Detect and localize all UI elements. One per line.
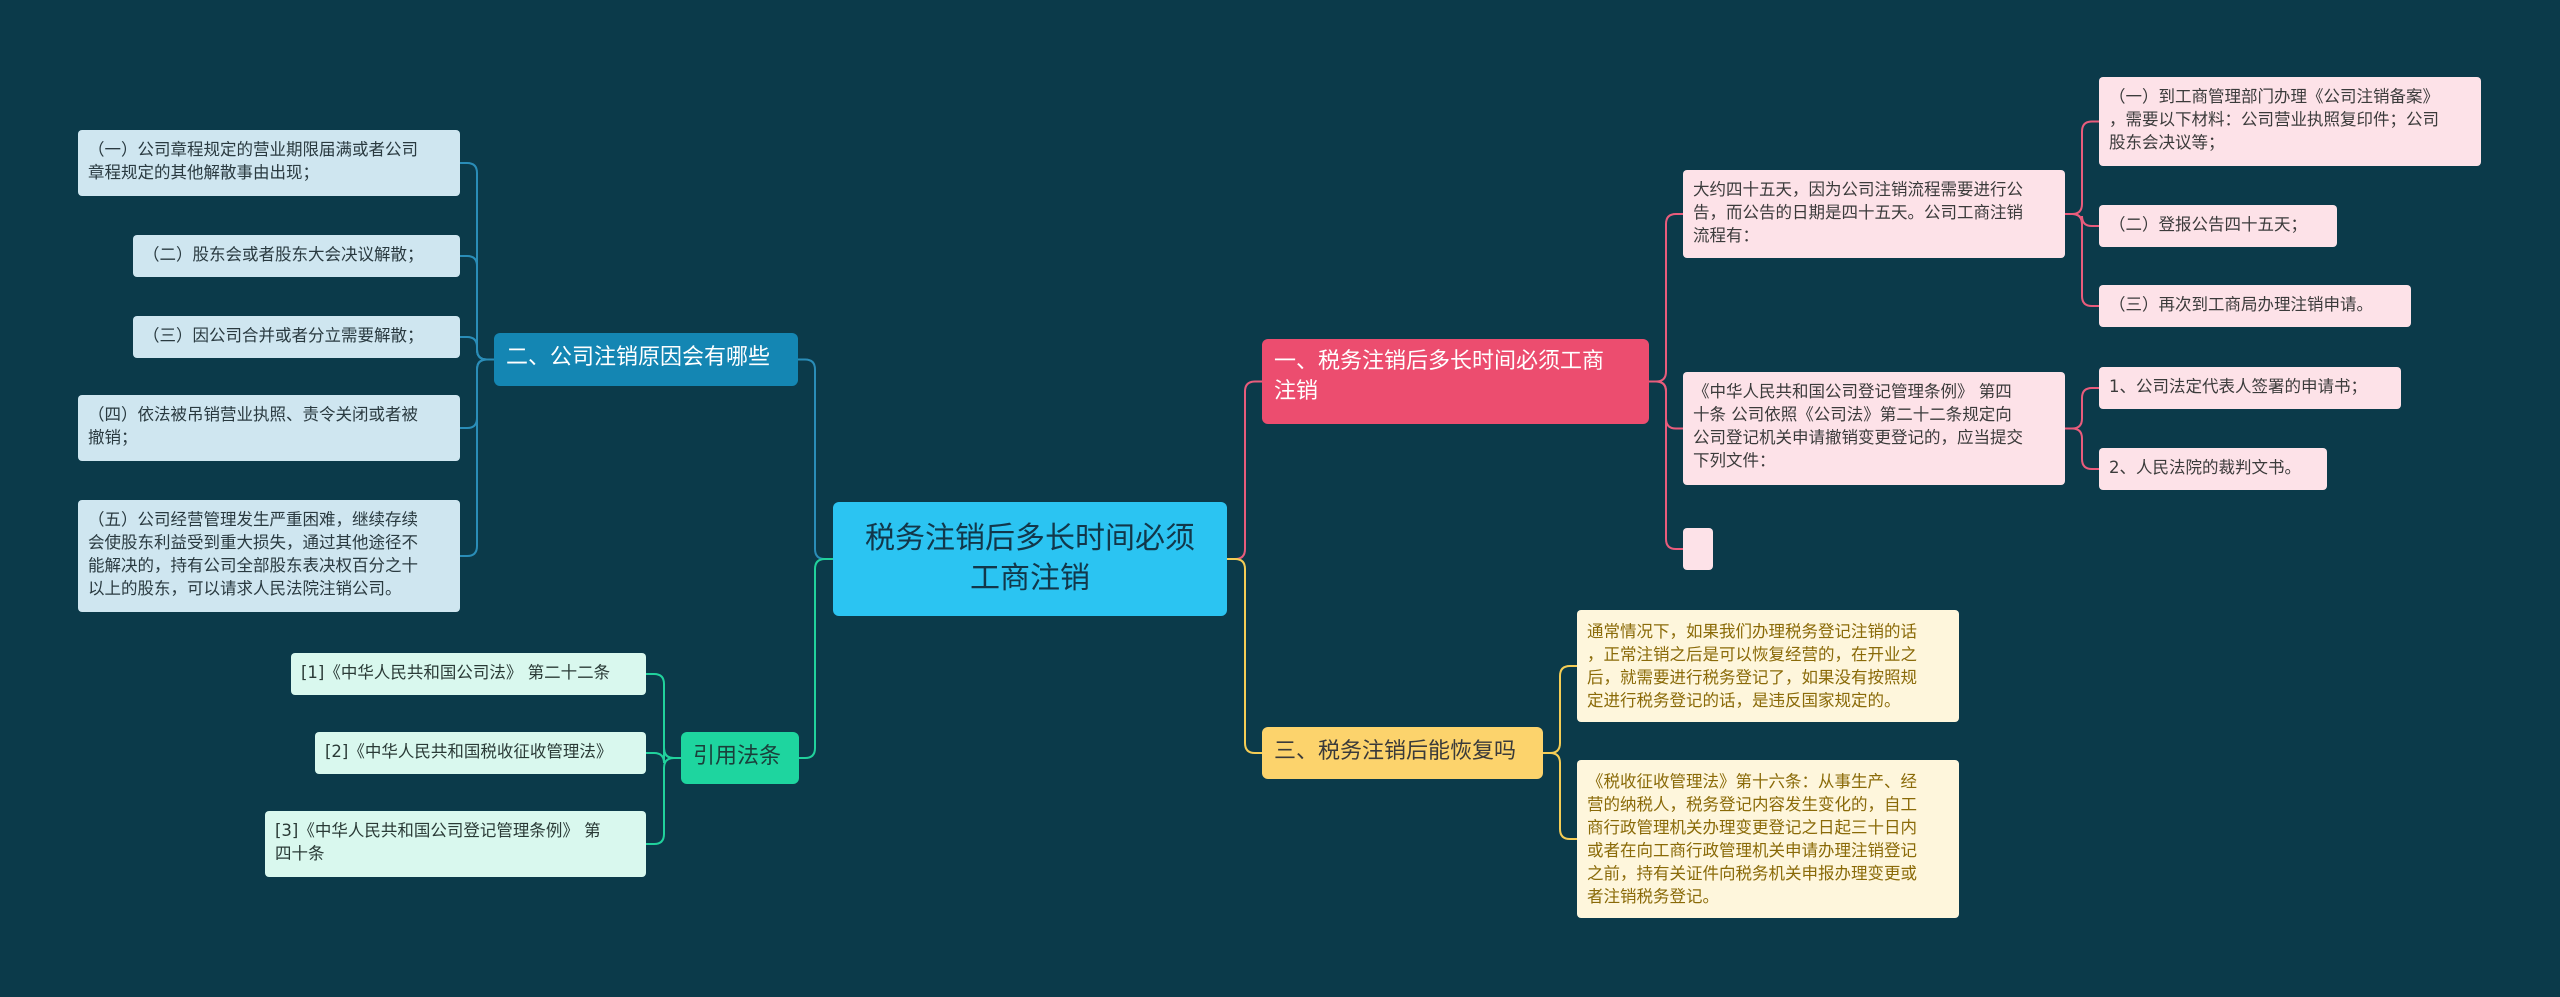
leaf-forty-five-days[interactable]: 大约四十五天，因为公司注销流程需要进行公 告，而公告的日期是四十五天。公司工商注… xyxy=(1683,170,2065,258)
leaf-reason-4[interactable]: （四）依法被吊销营业执照、责令关闭或者被 撤销； xyxy=(78,395,460,461)
leaf-step-1[interactable]: （一）到工商管理部门办理《公司注销备案》 ，需要以下材料：公司营业执照复印件；公… xyxy=(2099,77,2481,166)
link-leaf-court-judgment xyxy=(2065,427,2099,470)
branch-deregistration-reasons[interactable]: 二、公司注销原因会有哪些 xyxy=(494,333,798,386)
leaf-empty-node[interactable] xyxy=(1683,528,1713,570)
leaf-citation-2[interactable]: [2]《中华人民共和国税收征收管理法》 xyxy=(315,732,646,774)
leaf-reason-3[interactable]: （三）因公司合并或者分立需要解散； xyxy=(133,316,460,358)
link-leaf-empty-node xyxy=(1649,380,1683,550)
leaf-step-3[interactable]: （三）再次到工商局办理注销申请。 xyxy=(2099,285,2411,327)
link-leaf-tax-collection-law xyxy=(1543,752,1577,840)
leaf-court-judgment[interactable]: 2、人民法院的裁判文书。 xyxy=(2099,448,2327,490)
leaf-citation-3[interactable]: [3]《中华人民共和国公司登记管理条例》 第 四十条 xyxy=(265,811,646,877)
link-root-b2 xyxy=(798,358,833,560)
leaf-step-2[interactable]: （二）登报公告四十五天； xyxy=(2099,205,2337,247)
link-leaf-citation-3 xyxy=(646,757,681,845)
branch-can-restore[interactable]: 三、税务注销后能恢复吗 xyxy=(1262,727,1543,779)
link-leaf-reason-3 xyxy=(460,336,494,361)
leaf-restore-normal[interactable]: 通常情况下，如果我们办理税务登记注销的话 ，正常注销之后是可以恢复经营的，在开业… xyxy=(1577,610,1959,722)
link-leaf-step-1 xyxy=(2065,120,2099,215)
leaf-citation-1[interactable]: [1]《中华人民共和国公司法》 第二十二条 xyxy=(291,653,646,695)
root-topic[interactable]: 税务注销后多长时间必须 工商注销 xyxy=(833,502,1227,616)
link-leaf-reason-5 xyxy=(460,358,494,557)
link-root-b4 xyxy=(799,558,833,759)
link-leaf-application-letter xyxy=(2065,387,2099,430)
branch-cited-laws[interactable]: 引用法条 xyxy=(681,732,799,784)
link-leaf-citation-2 xyxy=(646,747,681,764)
leaf-reason-1[interactable]: （一）公司章程规定的营业期限届满或者公司 章程规定的其他解散事由出现； xyxy=(78,130,460,196)
leaf-reason-2[interactable]: （二）股东会或者股东大会决议解散； xyxy=(133,235,460,277)
leaf-registration-regulation[interactable]: 《中华人民共和国公司登记管理条例》 第四 十条 公司依照《公司法》第二十二条规定… xyxy=(1683,372,2065,485)
leaf-tax-collection-law[interactable]: 《税收征收管理法》第十六条：从事生产、经 营的纳税人，税务登记内容发生变化的，自… xyxy=(1577,760,1959,918)
branch-tax-deregistration-time[interactable]: 一、税务注销后多长时间必须工商 注销 xyxy=(1262,339,1649,424)
link-leaf-restore-normal xyxy=(1543,665,1577,754)
link-root-b3 xyxy=(1227,558,1262,754)
link-root-b1 xyxy=(1227,380,1262,560)
link-leaf-forty-five-days xyxy=(1649,213,1683,383)
link-leaf-citation-1 xyxy=(646,673,681,759)
leaf-reason-5[interactable]: （五）公司经营管理发生严重困难，继续存续 会使股东利益受到重大损失，通过其他途径… xyxy=(78,500,460,612)
leaf-application-letter[interactable]: 1、公司法定代表人签署的申请书； xyxy=(2099,367,2401,409)
link-leaf-step-3 xyxy=(2065,213,2099,307)
